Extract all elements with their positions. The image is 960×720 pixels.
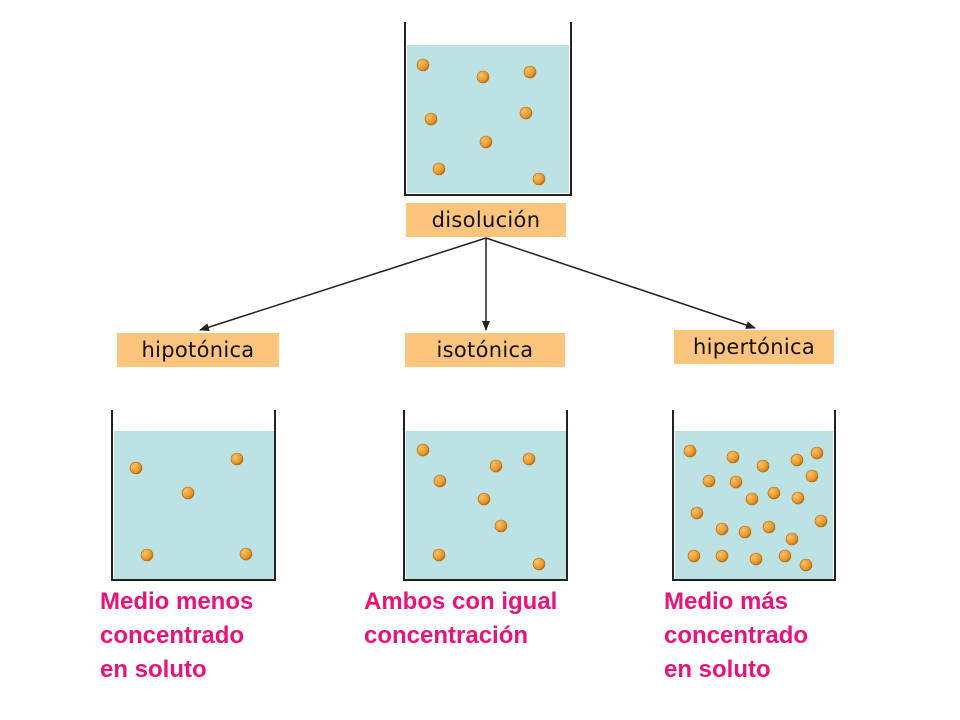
label-hypotonic: hipotónica xyxy=(117,333,279,367)
solute-particle xyxy=(715,549,729,563)
beaker-outline-hypotonic xyxy=(111,410,276,581)
caption-line: Medio más xyxy=(664,588,789,615)
label-solution: disolución xyxy=(406,203,566,237)
solute-particle xyxy=(424,112,438,126)
caption-line: concentrado xyxy=(664,622,809,649)
solute-particle xyxy=(749,552,763,566)
beaker-hypertonic xyxy=(672,410,836,581)
label-isotonic: isotónica xyxy=(405,333,565,367)
solute-particle xyxy=(726,450,740,464)
caption-isotonic: Ambos con igual concentración xyxy=(364,585,557,653)
solute-particle xyxy=(756,459,770,473)
solute-particle xyxy=(799,558,813,572)
solute-particle xyxy=(416,443,430,457)
solute-particle xyxy=(432,162,446,176)
solute-particle xyxy=(683,444,697,458)
solute-particle xyxy=(523,65,537,79)
caption-line: Medio menos xyxy=(100,588,254,615)
solute-particle xyxy=(532,557,546,571)
solute-particle xyxy=(814,514,828,528)
beaker-hypotonic xyxy=(111,410,276,581)
solute-particle xyxy=(479,135,493,149)
caption-line: concentrado xyxy=(100,622,245,649)
solute-particle xyxy=(791,491,805,505)
solute-particle xyxy=(522,452,536,466)
beaker-outline-solution xyxy=(404,22,572,196)
caption-line: concentración xyxy=(364,622,529,649)
solute-particle xyxy=(181,486,195,500)
solute-particle xyxy=(778,549,792,563)
solute-particle xyxy=(239,547,253,561)
caption-hypertonic: Medio más concentrado en soluto xyxy=(664,585,808,687)
solute-particle xyxy=(729,475,743,489)
solute-particle xyxy=(489,459,503,473)
caption-line: en soluto xyxy=(664,656,771,683)
solute-particle xyxy=(432,548,446,562)
particles-hypertonic xyxy=(683,444,828,572)
solute-particle xyxy=(477,492,491,506)
caption-line: en soluto xyxy=(100,656,207,683)
particles-isotonic xyxy=(416,443,546,571)
solute-particle xyxy=(767,486,781,500)
solute-particle xyxy=(745,492,759,506)
solute-particle xyxy=(416,58,430,72)
solute-particle xyxy=(715,522,729,536)
solute-particle xyxy=(433,474,447,488)
solute-particle xyxy=(687,549,701,563)
solute-particle xyxy=(230,452,244,466)
solute-particle xyxy=(805,469,819,483)
solute-particle xyxy=(476,70,490,84)
solute-particle xyxy=(790,453,804,467)
water-isotonic xyxy=(406,431,566,579)
solute-particle xyxy=(702,474,716,488)
caption-line: Ambos con igual xyxy=(364,588,558,615)
arrow-to-hypertonic xyxy=(485,237,756,329)
solute-particle xyxy=(519,106,533,120)
solute-particle xyxy=(494,519,508,533)
beaker-isotonic xyxy=(403,410,568,581)
particles-hypotonic xyxy=(129,452,253,562)
solute-particle xyxy=(690,506,704,520)
solute-particle xyxy=(532,172,546,186)
solute-particle xyxy=(129,461,143,475)
arrow-to-hypotonic xyxy=(199,237,487,332)
solute-particle xyxy=(140,548,154,562)
beaker-outline-isotonic xyxy=(403,410,568,581)
caption-hypotonic: Medio menos concentrado en soluto xyxy=(100,585,253,687)
solute-particle xyxy=(738,525,752,539)
label-hypertonic: hipertónica xyxy=(674,330,834,364)
beaker-outline-hypertonic xyxy=(672,410,836,581)
solute-particle xyxy=(762,520,776,534)
beaker-solution xyxy=(404,22,572,196)
solute-particle xyxy=(810,446,824,460)
solute-particle xyxy=(785,532,799,546)
particles-solution xyxy=(416,58,546,186)
